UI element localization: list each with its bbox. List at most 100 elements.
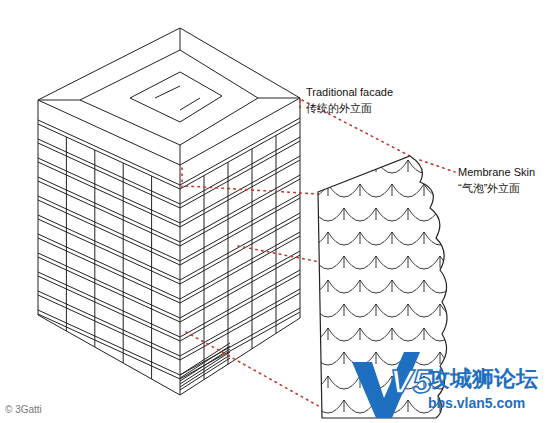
stroke <box>456 328 457 340</box>
stroke <box>296 280 328 293</box>
stroke <box>296 328 297 340</box>
stroke <box>280 304 312 317</box>
stroke <box>456 280 457 292</box>
stroke <box>280 400 281 412</box>
stroke <box>280 304 281 316</box>
stroke <box>408 160 409 172</box>
stroke <box>38 160 300 227</box>
stroke <box>376 208 408 221</box>
membrane-label-zh: “气泡”外立面 <box>458 181 520 196</box>
stroke <box>66 137 67 331</box>
stroke <box>180 352 230 384</box>
stroke <box>392 184 393 196</box>
stroke <box>38 232 300 299</box>
stroke <box>360 232 361 244</box>
stroke <box>328 280 329 292</box>
stroke <box>424 328 425 340</box>
stroke <box>296 232 328 245</box>
stroke <box>296 280 297 292</box>
stroke <box>280 256 312 269</box>
stroke <box>180 355 230 387</box>
stroke <box>344 256 376 269</box>
stroke <box>38 175 300 242</box>
stroke <box>344 400 345 412</box>
watermark-logo-text: V5 <box>390 362 432 401</box>
stroke <box>376 352 377 364</box>
stroke <box>38 289 300 356</box>
stroke <box>376 160 408 173</box>
stroke <box>440 256 472 269</box>
stroke <box>424 184 425 196</box>
stroke <box>180 358 230 390</box>
stroke <box>328 280 360 293</box>
stroke <box>123 163 124 363</box>
stroke <box>376 160 377 172</box>
stroke <box>151 176 152 379</box>
stroke <box>38 274 300 341</box>
stroke <box>328 232 329 244</box>
stroke <box>328 376 360 389</box>
stroke <box>280 352 312 365</box>
stroke <box>440 304 441 316</box>
stroke <box>280 160 281 172</box>
stroke <box>296 184 297 196</box>
stroke <box>328 184 360 197</box>
stroke <box>312 352 313 364</box>
facade-label: Traditional facade <box>306 86 393 98</box>
stroke <box>280 256 281 268</box>
stroke <box>360 280 392 293</box>
stroke <box>408 208 440 221</box>
stroke <box>312 160 344 173</box>
stroke <box>344 304 345 316</box>
copyright-note: © 3Gatti <box>5 404 42 415</box>
stroke <box>328 328 329 340</box>
stroke <box>344 208 345 220</box>
stroke <box>38 217 300 284</box>
stroke <box>38 213 300 280</box>
stroke <box>228 162 229 364</box>
stroke <box>276 135 277 333</box>
stroke <box>424 232 425 244</box>
stroke <box>312 352 344 365</box>
stroke <box>392 184 424 197</box>
stroke <box>38 198 300 265</box>
stroke <box>280 208 312 221</box>
building <box>38 28 300 395</box>
stroke <box>38 312 300 379</box>
stroke <box>360 232 392 245</box>
membrane-label: Membrane Skin <box>458 166 535 178</box>
stroke <box>38 122 300 189</box>
watermark-title: 攻城狮论坛 <box>428 364 538 394</box>
stroke <box>408 304 409 316</box>
facade-label-zh: 传统的外立面 <box>306 101 372 116</box>
stroke <box>280 400 312 413</box>
stroke <box>360 328 361 340</box>
stroke <box>424 280 456 293</box>
stroke <box>296 376 328 389</box>
stroke <box>344 304 376 317</box>
stroke <box>392 328 393 340</box>
stroke <box>296 376 297 388</box>
stroke <box>38 236 300 303</box>
stroke <box>392 232 424 245</box>
stroke <box>296 232 297 244</box>
stroke <box>180 343 230 375</box>
stroke <box>38 156 300 223</box>
stroke <box>408 160 440 173</box>
stroke <box>38 118 300 185</box>
stroke <box>296 184 328 197</box>
stroke <box>408 256 409 268</box>
stroke <box>204 176 205 380</box>
stroke <box>312 208 313 220</box>
stroke <box>376 304 377 316</box>
stroke <box>38 194 300 261</box>
stroke <box>344 160 376 173</box>
stroke <box>440 160 441 172</box>
stroke <box>38 141 300 208</box>
stroke <box>344 256 345 268</box>
stroke <box>328 184 329 196</box>
stroke <box>360 184 392 197</box>
stroke <box>344 208 376 221</box>
